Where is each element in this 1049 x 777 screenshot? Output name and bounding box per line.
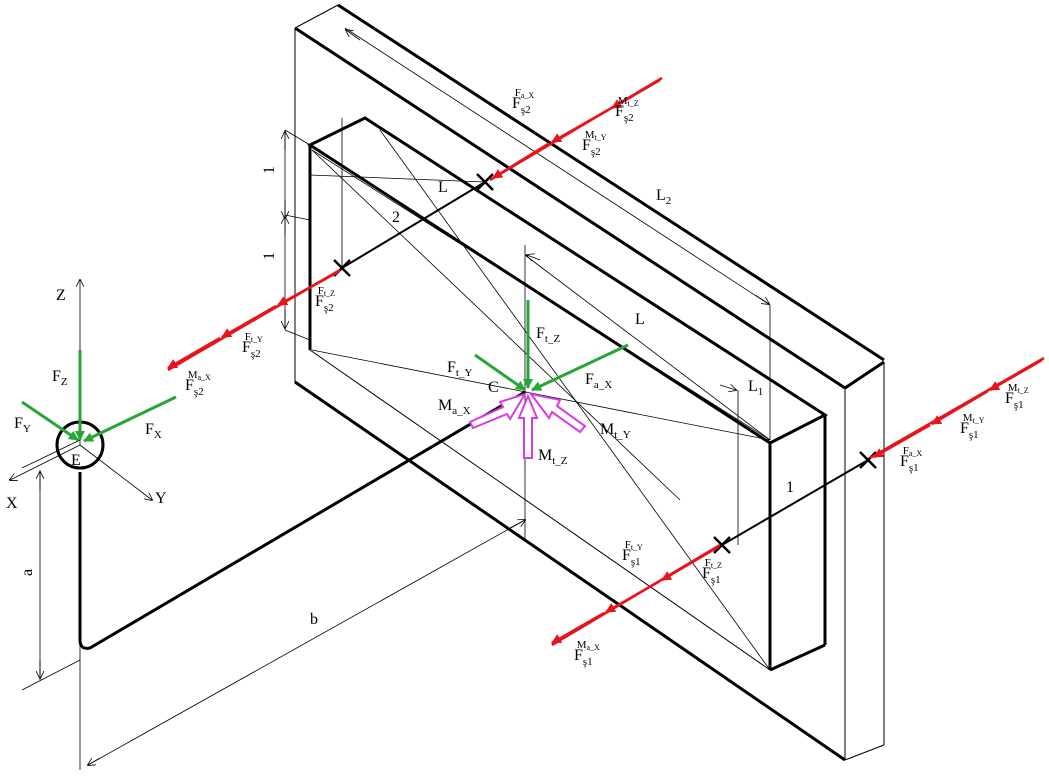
moments-at-c [468,392,587,459]
fy-label: FY [14,415,31,435]
s1-ftz-label: Fş1Ft_Z [702,557,722,586]
s2-max-arrow [167,336,221,370]
y-axis-label: Y [155,490,167,507]
s2-fax-arrow [492,142,549,180]
dim-l1-label: L1 [748,378,763,398]
mtz-arrow [517,393,539,459]
mty-label: Mt_Y [600,421,631,441]
mty-arrow [528,392,587,434]
dim-one-top-label: 1 [261,166,278,174]
x-axis [10,444,81,480]
reactions-bearing-1 [551,356,1045,647]
s1-mty-label: Fş1Mt_Y [960,412,985,441]
mtz-label: Mt_Z [538,447,568,467]
s2-ftz-label: Fş2Ft_Z [315,285,335,314]
s1-fty-label: Fş1Ft_Y [622,539,643,568]
s1-fax-label: Fş1Fa_X [900,445,922,474]
fax-label: Fa_X [585,371,612,391]
s2-fty-label: Fş2Ft_Y [242,331,263,360]
s2-mtz-label: Fş2Mt_Z [615,95,639,124]
forces-at-e [21,350,177,443]
dim-a-label: a [19,569,36,576]
back-plate [294,3,885,762]
forces-at-c [474,300,629,392]
s2-mty-arrow [551,108,609,144]
bearing-1-cross-a [713,536,731,554]
s1-max-label: Fş1Ma_X [574,639,600,668]
s1-ftz-arrow [661,545,719,582]
bearing-1-cross-b [859,451,877,469]
dim-one-right-label: 1 [786,479,794,496]
point-c-label: C [488,379,499,396]
s1-max-arrow [551,611,605,645]
dim-l-plate-label: L [635,311,645,328]
fty-arrow [474,353,526,392]
fx-label: FX [145,421,162,441]
dimension-arrows [21,30,769,770]
ftz-label: Ft_Z [536,325,560,345]
z-axis-label: Z [56,287,66,304]
fx-arrow [83,395,177,443]
y-axis [79,444,152,500]
labels: Z Y X E C a b L L 2 1 1 1 L1 L2 FZ FY FX… [6,87,1029,668]
s2-ftz-arrow [277,270,339,307]
x-axis-label: X [6,495,18,512]
shaft-bracket [55,390,526,650]
bearing-box [306,116,829,672]
bearing-2-cross-b [476,173,494,191]
max-arrow [468,392,528,430]
dim-b-label: b [310,611,318,628]
fy-arrow [21,400,79,442]
s1-mtz-arrow [989,358,1043,392]
s1-mty-arrow [931,389,989,426]
s2-fax-label: Fş2Fa_X [512,87,534,116]
s1-mtz-label: Fş1Mt_Z [1005,382,1029,411]
reactions-bearing-2 [167,76,663,372]
s2-max-label: Fş2Ma_X [185,369,211,398]
s2-mty-label: Fş2Mt_Y [582,129,607,158]
dim-one-left-label: 1 [261,252,278,260]
s1-fty-arrow [605,579,661,614]
bearing-2-axis [333,173,494,277]
dim-l2-label: L2 [656,187,671,207]
dim-two-label: 2 [392,209,400,226]
max-label: Ma_X [438,397,471,417]
s2-fty-arrow [221,304,277,339]
s1-fax-arrow [873,423,931,459]
fty-label: Ft_Y [447,359,472,379]
dim-l-label: L [438,179,448,196]
point-e-label: E [71,452,81,469]
s2-mtz-arrow [611,78,661,110]
fax-arrow [531,343,629,392]
fz-label: FZ [52,368,68,388]
